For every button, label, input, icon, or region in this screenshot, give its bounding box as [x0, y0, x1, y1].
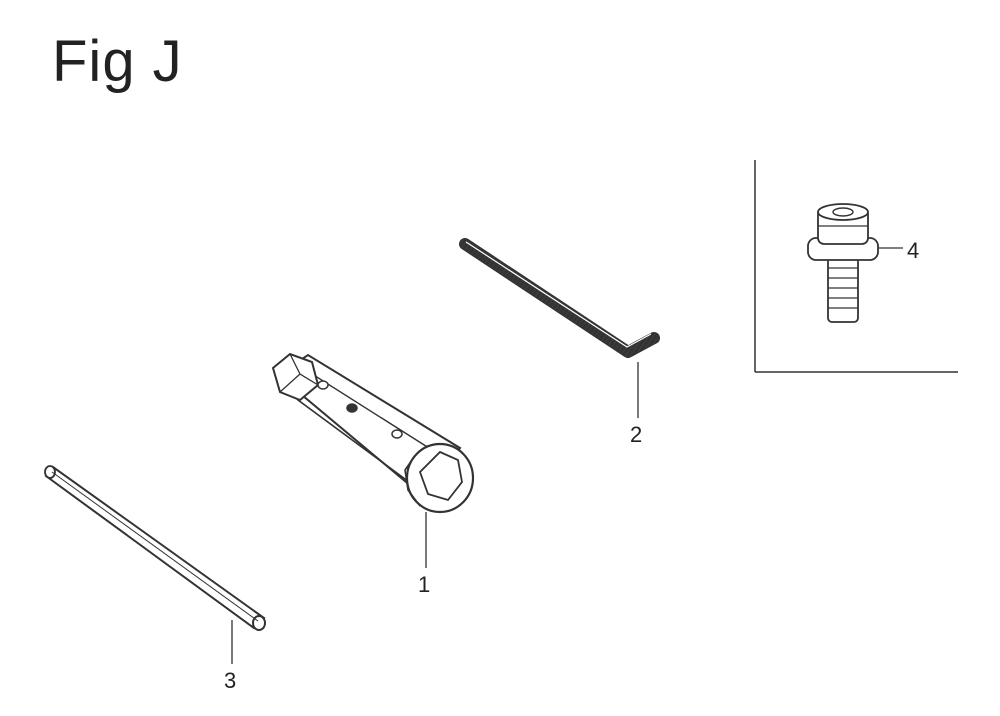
callout-3: 3 [224, 668, 236, 693]
callout-1: 1 [418, 572, 430, 597]
hex-key-icon[interactable] [459, 238, 660, 358]
tommy-bar-icon[interactable] [44, 465, 266, 631]
cap-screw-icon[interactable] [807, 203, 879, 323]
callout-2: 2 [630, 422, 642, 447]
box-wrench-icon[interactable] [271, 352, 475, 514]
figure-title: Fig J [52, 29, 183, 94]
callout-4: 4 [907, 238, 919, 263]
inset-frame [754, 160, 958, 373]
